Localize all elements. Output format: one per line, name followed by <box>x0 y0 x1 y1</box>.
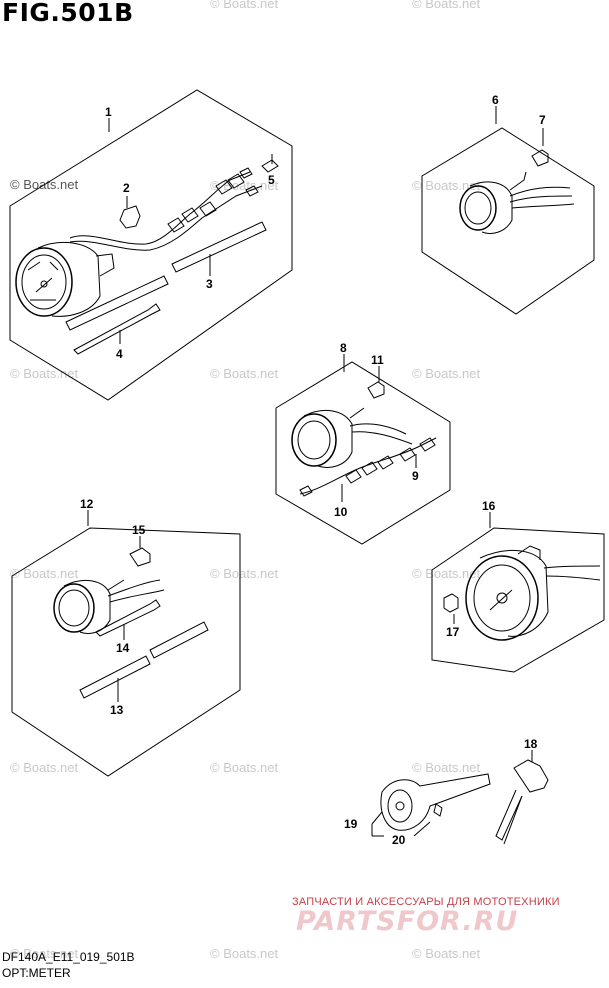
watermark: © Boats.net <box>412 566 481 581</box>
callout-3: 3 <box>206 277 213 291</box>
callout-8: 8 <box>340 341 347 355</box>
model-code: DF140A_E11_019_501B <box>2 950 135 964</box>
watermark: © Boats.net <box>210 366 279 381</box>
panel-group-1 <box>9 89 293 401</box>
watermark: © Boats.net <box>412 760 481 775</box>
panel-group-6 <box>421 106 595 315</box>
figure-title: FIG.501B <box>2 0 134 27</box>
callout-18: 18 <box>524 737 538 751</box>
watermark: © Boats.net <box>412 946 481 961</box>
callout-11: 11 <box>371 353 384 367</box>
callout-13: 13 <box>110 703 124 717</box>
callout-5: 5 <box>268 173 275 187</box>
promo-brand-logo: PARTSFOR.RU <box>296 906 519 937</box>
callout-19: 19 <box>344 817 358 831</box>
panel-group-12 <box>11 510 241 777</box>
watermark: © Boats.net <box>10 366 79 381</box>
watermark: © Boats.net <box>210 566 279 581</box>
callout-7: 7 <box>539 113 546 127</box>
callout-16: 16 <box>482 499 496 513</box>
callout-10: 10 <box>334 505 348 519</box>
callout-12: 12 <box>80 497 94 511</box>
bracket-assembly <box>371 750 549 845</box>
watermark: © Boats.net <box>412 0 481 11</box>
callout-20: 20 <box>392 833 406 847</box>
callout-6: 6 <box>492 93 499 107</box>
callout-labels: 1 2 3 4 5 6 7 8 9 10 11 12 13 14 15 16 1… <box>80 93 546 847</box>
callout-9: 9 <box>412 469 419 483</box>
figure-caption: OPT:METER <box>2 966 71 980</box>
panel-group-16 <box>431 512 605 673</box>
watermark: © Boats.net <box>10 946 79 961</box>
watermark: © Boats.net <box>210 0 279 11</box>
watermark: © Boats.net <box>10 760 79 775</box>
callout-15: 15 <box>132 523 146 537</box>
promo-tagline: ЗАПЧАСТИ И АКСЕССУАРЫ ДЛЯ МОТОТЕХНИКИ <box>292 896 560 908</box>
watermark: © Boats.net <box>412 178 481 193</box>
watermark: © Boats.net <box>210 760 279 775</box>
callout-17: 17 <box>446 625 460 639</box>
callout-4: 4 <box>116 347 123 361</box>
watermark: © Boats.net <box>210 946 279 961</box>
callout-1: 1 <box>105 105 112 119</box>
watermark: © Boats.net <box>412 366 481 381</box>
watermark: © Boats.net <box>10 566 79 581</box>
panel-group-8 <box>275 354 451 545</box>
callout-2: 2 <box>123 181 130 195</box>
callout-14: 14 <box>116 641 130 655</box>
